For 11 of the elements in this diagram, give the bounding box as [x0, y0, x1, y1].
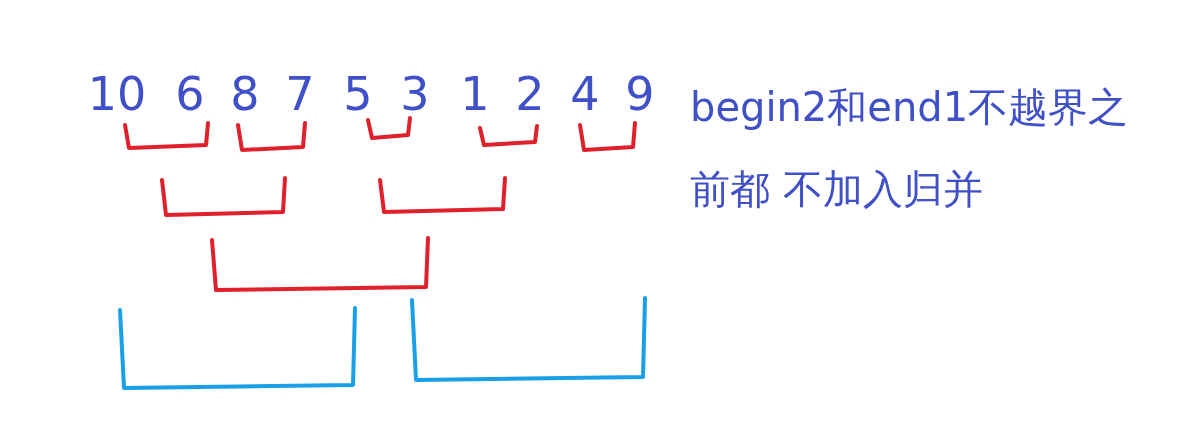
number-label: 2 [515, 66, 545, 122]
number-label: 7 [285, 66, 315, 122]
number-label: 9 [625, 66, 655, 122]
number-label: 10 [87, 66, 147, 122]
number-label: 4 [570, 66, 600, 122]
number-label: 6 [175, 66, 205, 122]
note-text: begin2和end1不越界之前都 不加入归并 [690, 83, 1130, 214]
number-label: 8 [230, 66, 260, 122]
number-label: 5 [343, 66, 373, 122]
number-label: 3 [400, 66, 430, 122]
number-label: 1 [460, 66, 490, 122]
